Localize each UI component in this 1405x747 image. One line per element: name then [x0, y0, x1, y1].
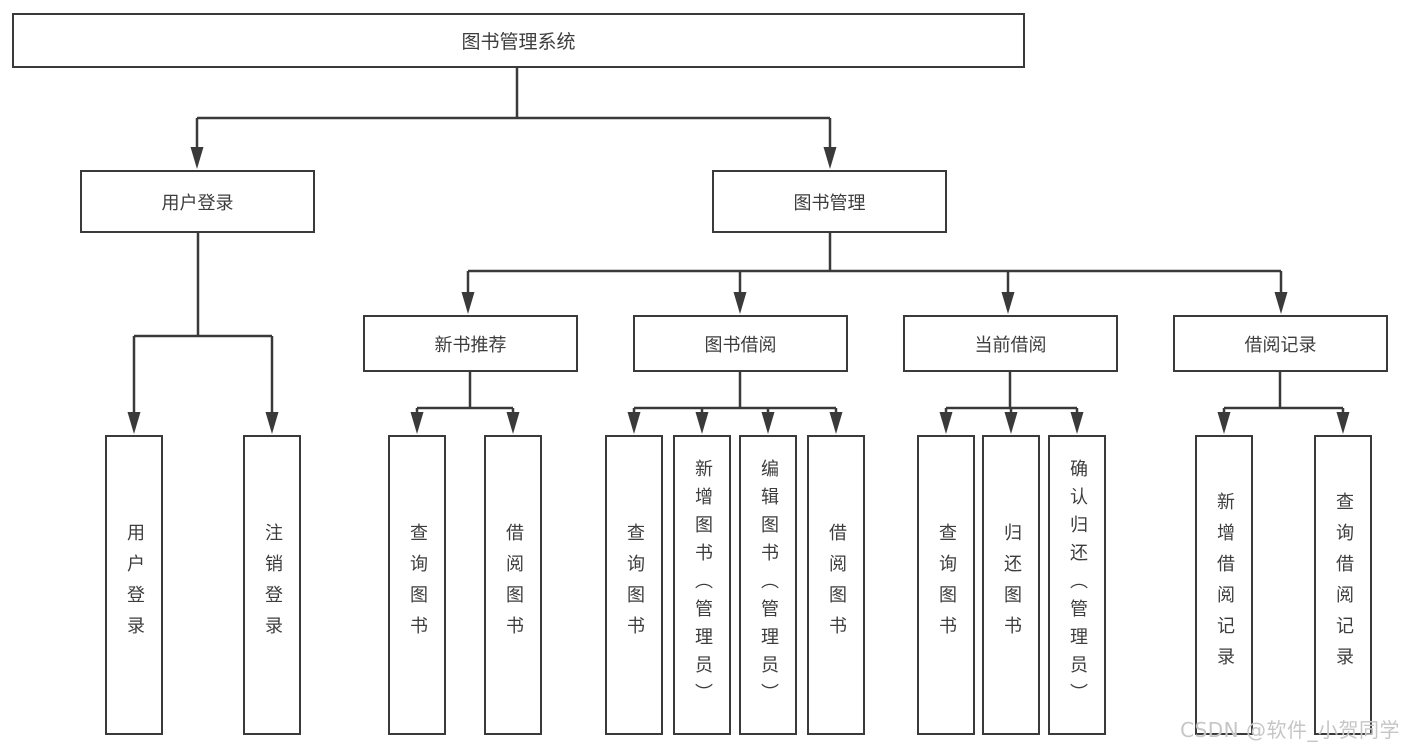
leaf-confirm-return-admin: 确认归还（管理员）	[1048, 435, 1106, 735]
node-library-system: 图书管理系统	[12, 13, 1025, 68]
connector-book-management	[461, 233, 1288, 314]
leaf-logout: 注销登录	[243, 435, 301, 735]
node-new-book-recommend: 新书推荐	[363, 315, 578, 372]
leaf-return-books: 归还图书	[982, 435, 1040, 735]
node-current-borrow: 当前借阅	[903, 315, 1118, 372]
leaf-user-login: 用户登录	[105, 435, 163, 735]
leaf-query-books-current: 查询图书	[917, 435, 975, 735]
node-book-borrow: 图书借阅	[633, 315, 848, 372]
node-user-login: 用户登录	[80, 170, 315, 233]
leaf-edit-books-admin: 编辑图书（管理员）	[739, 435, 797, 735]
connector-current-borrow	[939, 372, 1084, 434]
csdn-watermark: CSDN @软件_小贺同学	[1180, 718, 1400, 742]
leaf-query-borrow-record: 查询借阅记录	[1314, 435, 1372, 735]
leaf-add-borrow-record: 新增借阅记录	[1195, 435, 1253, 735]
leaf-query-books-borrow: 查询图书	[605, 435, 663, 735]
node-borrow-records: 借阅记录	[1173, 315, 1388, 372]
leaf-query-books-recommend: 查询图书	[388, 435, 446, 735]
connector-user-login	[127, 233, 279, 434]
leaf-add-books-admin: 新增图书（管理员）	[673, 435, 731, 735]
leaf-borrow-books: 借阅图书	[807, 435, 865, 735]
connector-root	[190, 68, 837, 169]
connector-book-borrow	[627, 372, 843, 434]
connector-borrow-records	[1217, 372, 1350, 434]
node-book-management: 图书管理	[712, 170, 947, 233]
connector-new-books	[410, 372, 520, 434]
leaf-borrow-books-recommend: 借阅图书	[484, 435, 542, 735]
